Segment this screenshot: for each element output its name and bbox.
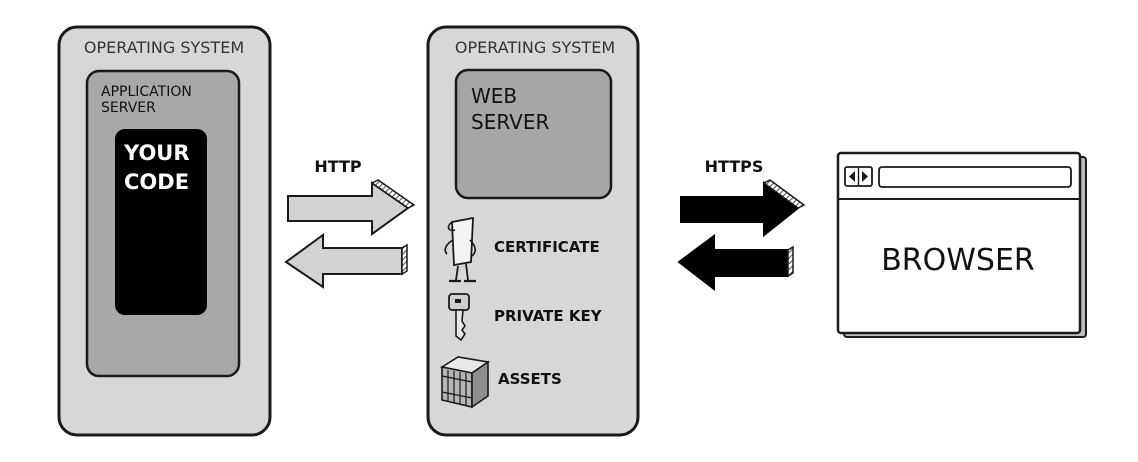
crate-icon: [439, 356, 491, 409]
key-icon: [448, 293, 470, 342]
left-os-title: OPERATING SYSTEM: [84, 38, 244, 57]
https-label: HTTPS: [705, 157, 764, 176]
assets-item: ASSETS: [439, 356, 562, 409]
http-arrow-right: [287, 179, 416, 236]
middle-os-title: OPERATING SYSTEM: [455, 38, 615, 57]
web-server-box: WEB SERVER: [454, 68, 613, 200]
certificate-label: CERTIFICATE: [494, 238, 600, 256]
https-arrow-right: [680, 179, 806, 238]
browser-window: BROWSER: [836, 151, 1087, 338]
your-code-line1: YOUR: [123, 141, 190, 165]
back-forward-icon[interactable]: [844, 166, 873, 187]
private-key-item: PRIVATE KEY: [448, 293, 603, 342]
address-bar[interactable]: [878, 166, 1072, 188]
your-code-line2: CODE: [124, 170, 189, 194]
browser-label: BROWSER: [881, 243, 1035, 278]
certificate-icon: [444, 216, 476, 283]
private-key-label: PRIVATE KEY: [494, 307, 603, 325]
https-arrows: HTTPS: [677, 157, 806, 292]
web-server-line1: WEB: [471, 84, 517, 108]
middle-os-box: OPERATING SYSTEM WEB SERVER CERTIFICATE: [426, 25, 640, 437]
your-code-box: YOUR CODE: [115, 129, 207, 315]
http-arrow-left: [284, 233, 408, 289]
web-server-line2: SERVER: [471, 110, 549, 134]
assets-label: ASSETS: [498, 370, 562, 388]
http-arrows: HTTP: [284, 157, 416, 289]
app-server-label-line2: SERVER: [101, 100, 156, 116]
http-label: HTTP: [314, 157, 362, 176]
https-arrow-left: [677, 234, 794, 292]
browser-toolbar: [838, 166, 1080, 200]
certificate-item: CERTIFICATE: [444, 216, 600, 283]
app-server-label-line1: APPLICATION: [101, 84, 192, 100]
left-os-box: OPERATING SYSTEM APPLICATION SERVER YOUR…: [57, 25, 272, 437]
